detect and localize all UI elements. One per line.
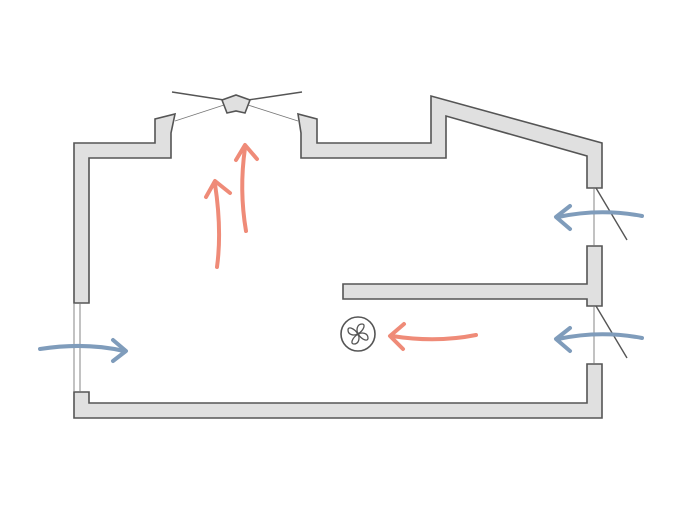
roof-ventilator [171,91,303,122]
fan-icon [340,316,376,352]
inflow-right-upper-window-arrow [554,204,644,231]
inflow-left-window-arrow [38,338,128,363]
warm-flow-toward-fan-arrow [388,322,478,351]
walls [73,94,603,419]
right-upper-window [593,187,628,246]
wall-bottom [73,363,603,419]
wall-top-right [297,94,603,189]
cool-air-arrows [38,204,644,363]
warm-rise-right-arrow [234,143,259,233]
warm-rise-left-arrow [204,179,232,269]
wall-right-middle [342,245,603,307]
inflow-right-lower-window-arrow [554,326,644,353]
wall-left-upper [73,112,177,304]
warm-air-arrows [204,143,478,351]
